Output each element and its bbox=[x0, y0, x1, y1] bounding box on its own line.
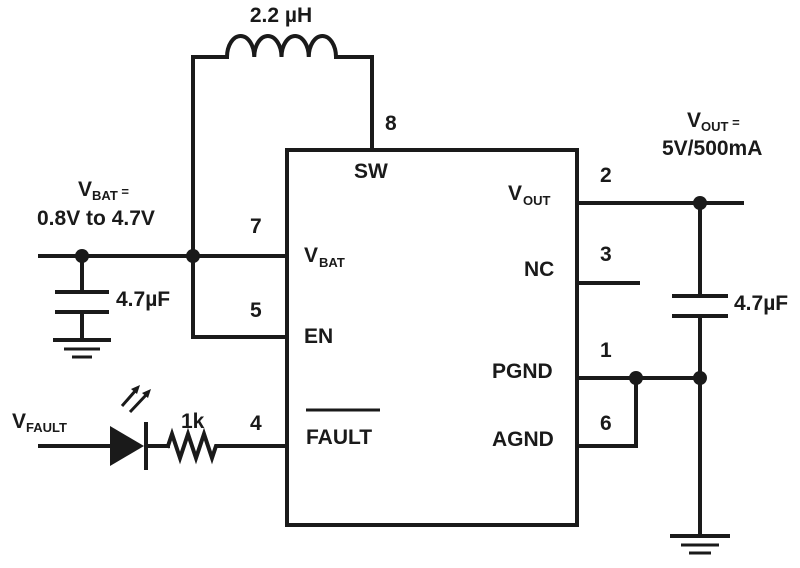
pin-5-number: 5 bbox=[250, 299, 262, 322]
resistor-value: 1k bbox=[181, 410, 205, 433]
inductor-symbol bbox=[224, 33, 339, 60]
pin-4-number: 4 bbox=[250, 412, 262, 435]
pin-3-number: 3 bbox=[600, 243, 612, 266]
pin-2-number: 2 bbox=[600, 164, 612, 187]
input-cap-value: 4.7µF bbox=[116, 288, 170, 311]
vbat-label: VBAT = bbox=[78, 178, 129, 203]
pin-6-number: 6 bbox=[600, 412, 612, 435]
agnd-wire bbox=[575, 376, 638, 448]
pin-vbat-label: VBAT bbox=[304, 244, 345, 270]
junction-gnd-cap bbox=[693, 371, 707, 385]
ic-body bbox=[285, 148, 579, 527]
vfault-label: VFAULT bbox=[12, 410, 67, 435]
en-wire bbox=[191, 254, 289, 339]
pin-7-number: 7 bbox=[250, 215, 262, 238]
pin-8-number: 8 bbox=[385, 112, 397, 135]
junction-gnd-tie bbox=[629, 371, 643, 385]
input-cap-symbol bbox=[55, 290, 109, 314]
inductor-wire bbox=[191, 55, 374, 258]
vout-spec: 5V/500mA bbox=[662, 137, 762, 160]
pin-sw-label: SW bbox=[354, 160, 388, 183]
output-ground-symbol bbox=[670, 534, 730, 555]
input-ground-symbol bbox=[53, 338, 111, 359]
output-cap-value: 4.7µF bbox=[734, 292, 788, 315]
output-cap-symbol bbox=[672, 294, 728, 318]
vout-label: VOUT = bbox=[687, 109, 740, 134]
led-symbol bbox=[110, 385, 151, 470]
pin-vout-label: VOUT bbox=[508, 182, 551, 208]
pin-nc-label: NC bbox=[524, 258, 554, 281]
inductor-value: 2.2 µH bbox=[250, 4, 312, 27]
pin-pgnd-label: PGND bbox=[492, 360, 553, 383]
pin-en-label: EN bbox=[304, 325, 333, 348]
resistor-symbol bbox=[165, 427, 222, 465]
vbat-range: 0.8V to 4.7V bbox=[37, 207, 155, 230]
pin-fault-label: FAULT bbox=[306, 426, 372, 449]
pin-1-number: 1 bbox=[600, 339, 612, 362]
pin-agnd-label: AGND bbox=[492, 428, 554, 451]
